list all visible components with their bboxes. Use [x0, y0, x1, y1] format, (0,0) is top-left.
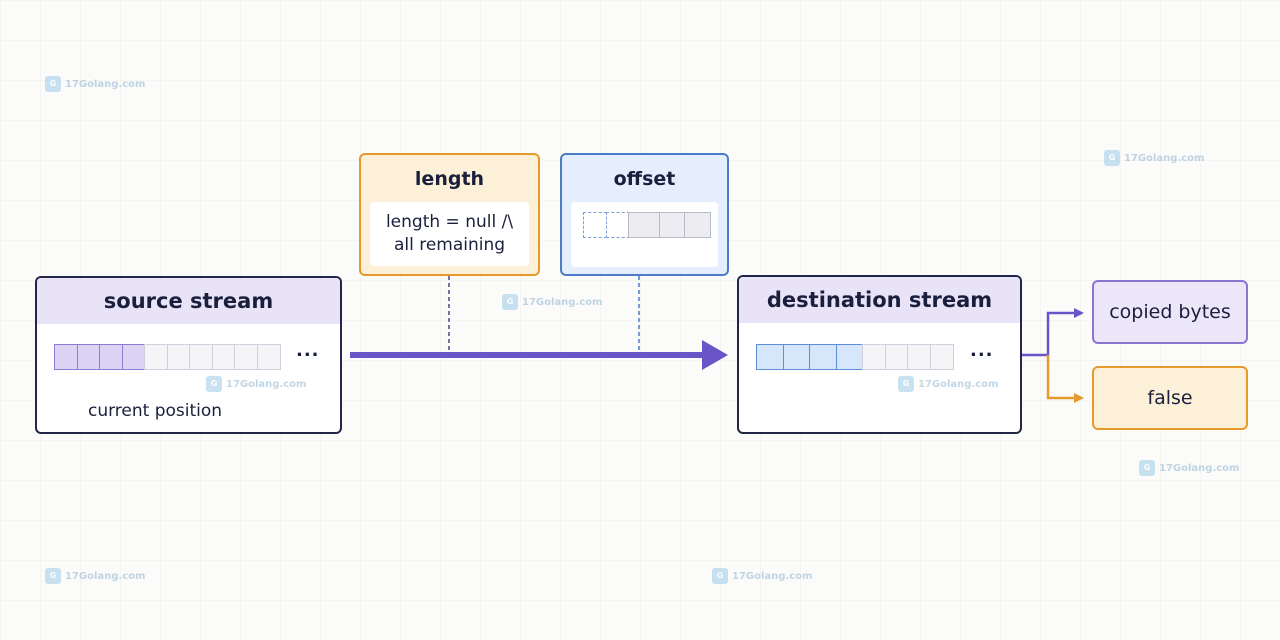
source-cell-remaining [234, 344, 258, 370]
watermark: G 17Golang.com [502, 294, 602, 310]
destination-cell-written [782, 344, 811, 370]
watermark-logo-icon: G [45, 76, 61, 92]
current-position-label: current position [88, 401, 223, 421]
offset-cell-skipped [605, 212, 630, 238]
destination-cell-written [809, 344, 837, 370]
failure-branch [1046, 355, 1084, 403]
watermark: G 17Golang.com [206, 376, 306, 392]
watermark: G 17Golang.com [45, 76, 145, 92]
watermark: G 17Golang.com [45, 568, 145, 584]
offset-param-title: offset [613, 168, 676, 190]
source-stream-title: source stream [37, 278, 340, 324]
source-cell-read [76, 344, 101, 370]
watermark: G 17Golang.com [712, 568, 812, 584]
destination-cell-empty [929, 344, 954, 370]
destination-buffer [756, 344, 954, 370]
watermark-logo-icon: G [1139, 460, 1155, 476]
destination-cell-written [835, 344, 864, 370]
offset-cell [628, 212, 660, 238]
watermark-logo-icon: G [206, 376, 222, 392]
offset-cell [658, 212, 686, 238]
watermark-text: 17Golang.com [65, 570, 146, 582]
length-param-body: length = null /\ all remaining [370, 202, 529, 266]
source-cell-remaining [144, 344, 168, 370]
offset-cell [684, 212, 711, 238]
destination-ellipsis: ... [970, 340, 994, 361]
watermark-text: 17Golang.com [1124, 152, 1205, 164]
source-cell-remaining [256, 344, 281, 370]
watermark-text: 17Golang.com [65, 78, 146, 90]
watermark-logo-icon: G [1104, 150, 1120, 166]
watermark: G 17Golang.com [1104, 150, 1204, 166]
length-param-text-line1: length = null /\ [385, 212, 514, 232]
offset-cell-skipped [583, 212, 607, 238]
source-cell-remaining [211, 344, 236, 370]
watermark-logo-icon: G [898, 376, 914, 392]
watermark-text: 17Golang.com [732, 570, 813, 582]
length-param-card: length length = null /\ all remaining [359, 153, 540, 276]
watermark-logo-icon: G [502, 294, 518, 310]
length-param-text-line2: all remaining [393, 235, 506, 255]
source-cell-read [121, 344, 146, 370]
watermark-text: 17Golang.com [522, 296, 603, 308]
result-copied-bytes: copied bytes [1092, 280, 1248, 344]
watermark-text: 17Golang.com [918, 378, 999, 390]
source-ellipsis: ... [296, 340, 320, 361]
copy-arrowhead [702, 340, 728, 370]
source-cell-remaining [166, 344, 191, 370]
source-cell-read [99, 344, 123, 370]
result-false: false [1092, 366, 1248, 430]
destination-cell-empty [862, 344, 886, 370]
watermark-logo-icon: G [45, 568, 61, 584]
watermark: G 17Golang.com [898, 376, 998, 392]
offset-buffer [583, 212, 711, 238]
watermark-text: 17Golang.com [226, 378, 307, 390]
watermark: G 17Golang.com [1139, 460, 1239, 476]
source-buffer [54, 344, 281, 370]
destination-cell-empty [884, 344, 909, 370]
watermark-text: 17Golang.com [1159, 462, 1240, 474]
source-cell-read [54, 344, 78, 370]
success-branch [1022, 308, 1084, 357]
destination-cell-written [756, 344, 784, 370]
source-cell-remaining [189, 344, 213, 370]
length-param-title: length [414, 168, 485, 190]
destination-stream-title: destination stream [739, 277, 1020, 323]
watermark-logo-icon: G [712, 568, 728, 584]
destination-cell-empty [907, 344, 931, 370]
